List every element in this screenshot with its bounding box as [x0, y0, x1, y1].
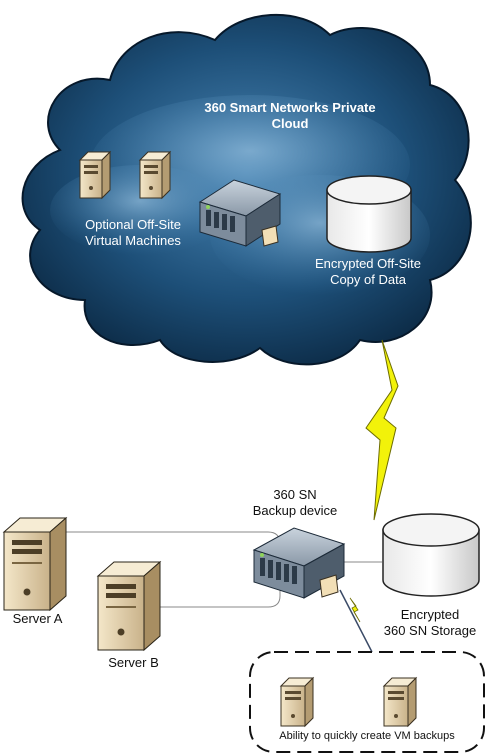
small-lightning-icon [349, 597, 361, 623]
link-server-b [160, 585, 281, 608]
link-vm-box [339, 589, 373, 653]
onsite-storage-label: Encrypted 360 SN Storage [383, 607, 477, 638]
server-b-label: Server B [108, 655, 159, 670]
cloud-vm-server-icon [138, 150, 172, 200]
cloud-storage-cylinder-icon [326, 175, 412, 253]
cloud-title: 360 Smart Networks Private Cloud [180, 100, 400, 131]
cloud-backup-appliance-icon [198, 179, 282, 247]
server-a-icon [2, 516, 68, 612]
onsite-storage-cylinder-icon [382, 513, 480, 597]
backup-device-label: 360 SN Backup device [252, 487, 338, 518]
vm-server-icon [279, 676, 315, 728]
cloud-vm-label: Optional Off-Site Virtual Machines [85, 217, 181, 248]
link-server-a [58, 531, 281, 560]
vm-server-icon [382, 676, 418, 728]
cloud-title-line1: 360 Smart Networks Private [204, 100, 376, 115]
cloud-title-line2: Cloud [271, 115, 309, 131]
onsite-backup-appliance-icon [252, 527, 346, 599]
cloud-storage-label: Encrypted Off-Site Copy of Data [315, 256, 421, 287]
vm-backup-group-box [249, 651, 485, 753]
server-b-icon [96, 560, 162, 652]
vm-box-label: Ability to quickly create VM backups [279, 730, 455, 742]
server-a-label: Server A [12, 611, 63, 626]
wireless-link-lightning-icon [365, 339, 399, 521]
cloud-vm-server-icon [78, 150, 112, 200]
